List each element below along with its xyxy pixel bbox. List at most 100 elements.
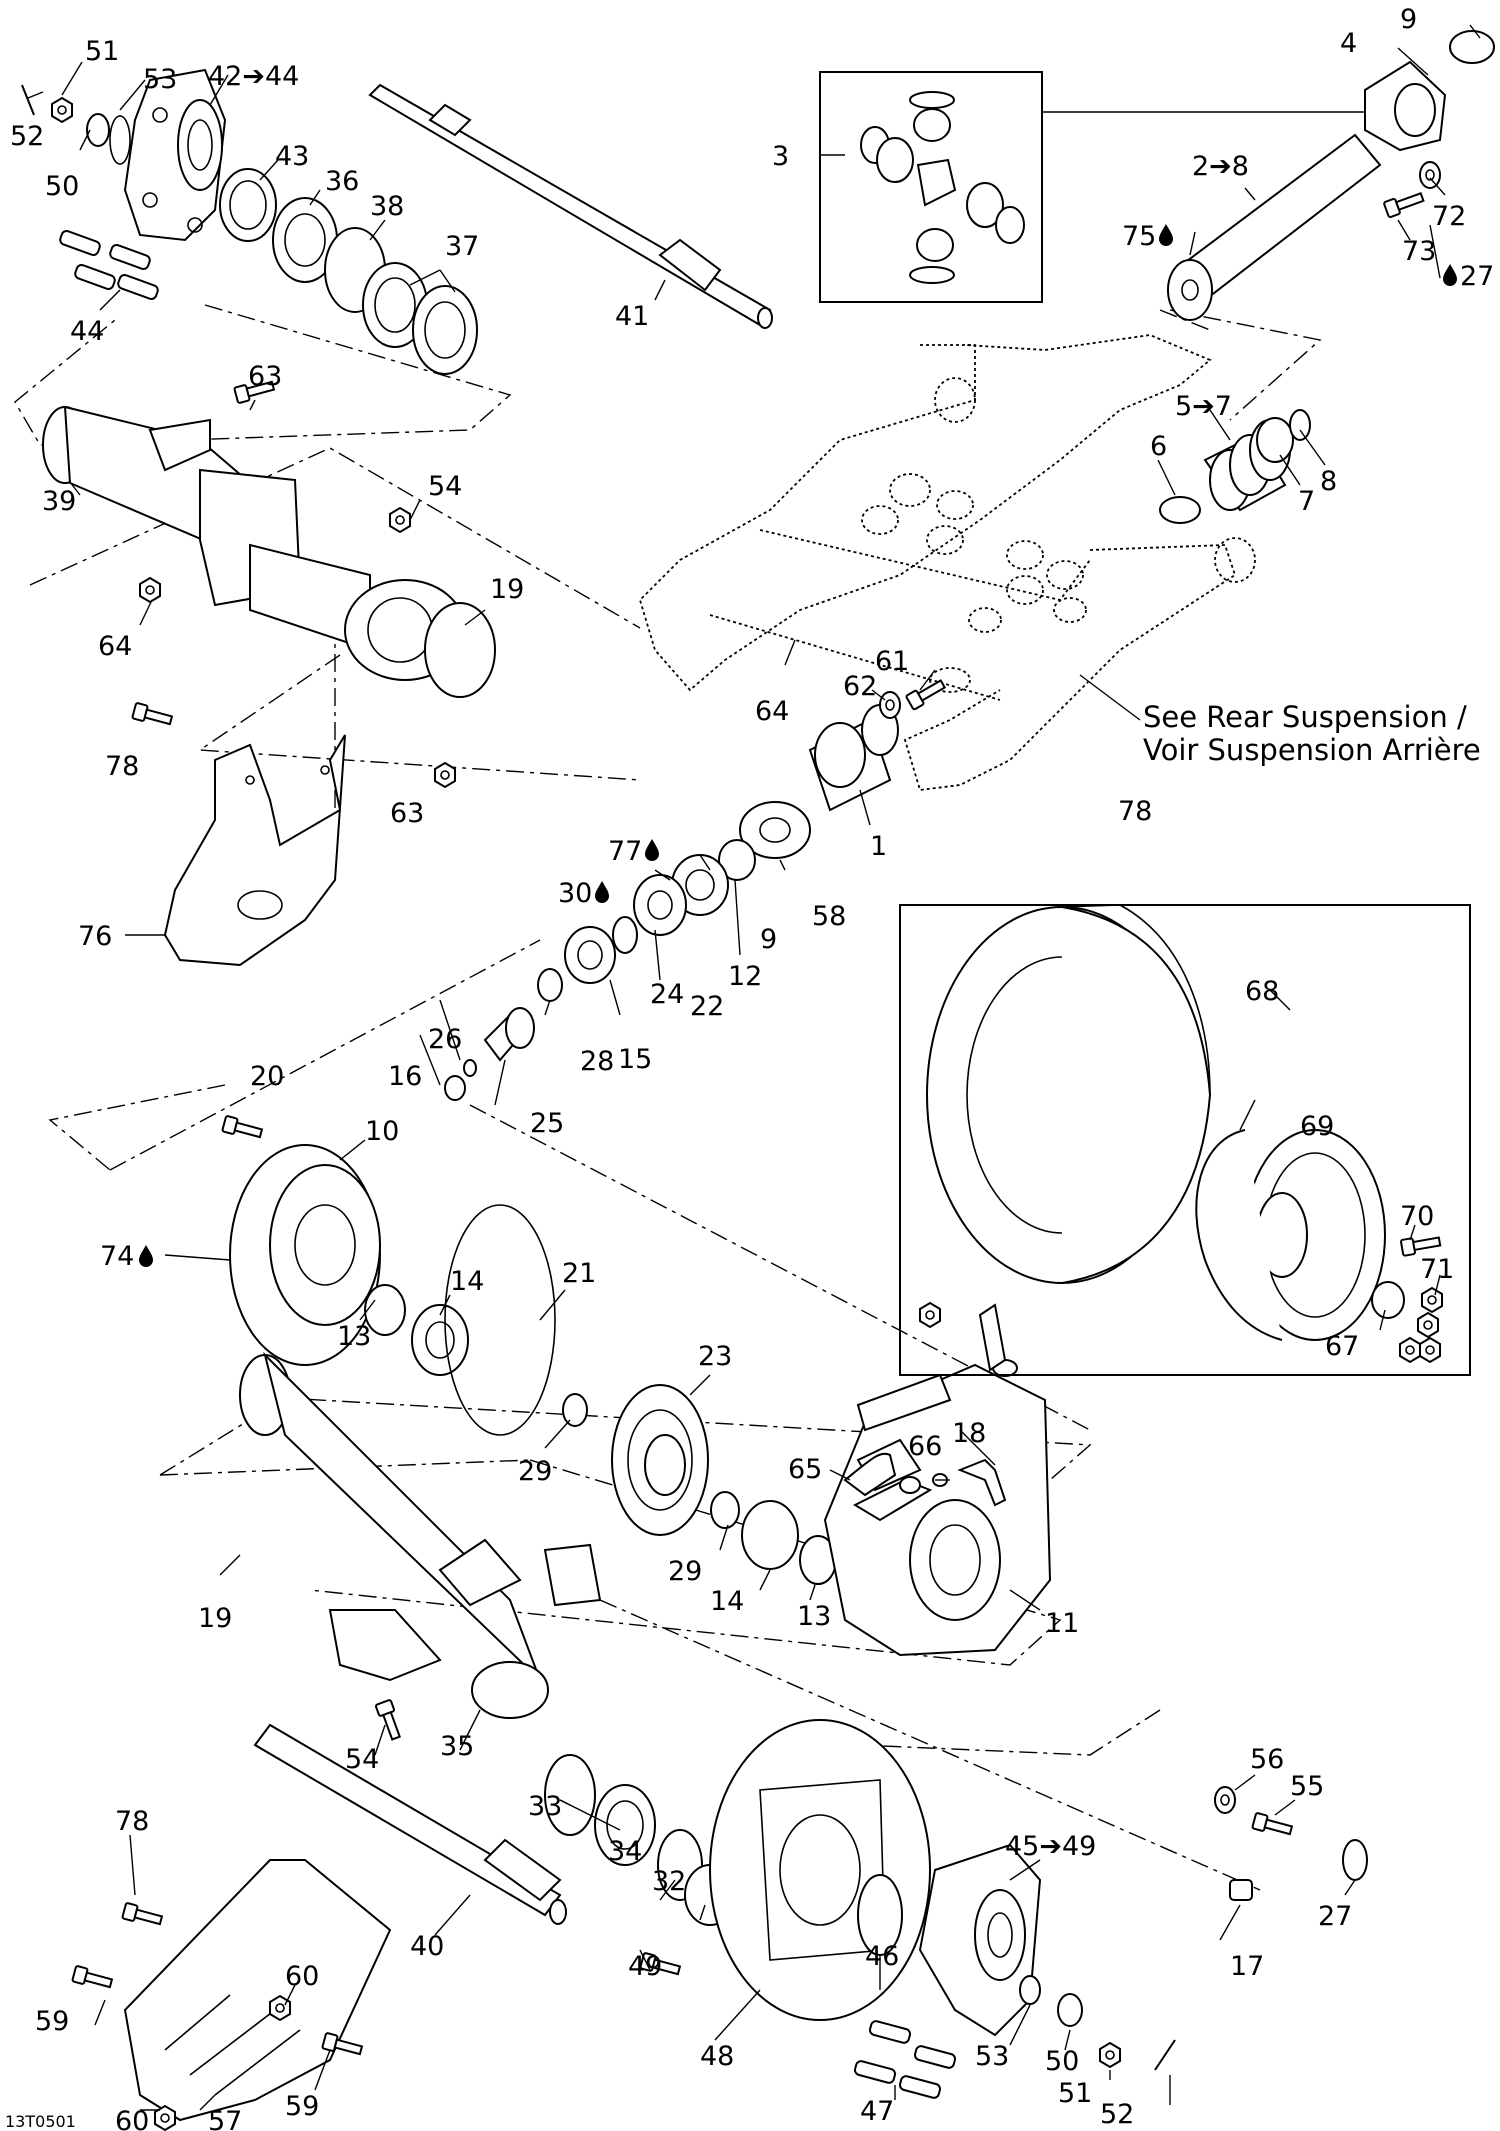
drop-icon <box>595 881 609 903</box>
callout-2-8: 2➔8 <box>1192 151 1249 182</box>
u-joint-inset <box>819 71 1370 303</box>
callout-78-c: 78 <box>115 1806 149 1837</box>
housing-10 <box>221 1114 588 1436</box>
housing-cover-11 <box>823 1302 1052 1657</box>
callout-46: 46 <box>865 1941 899 1972</box>
wheel-studs-47 <box>853 2020 957 2099</box>
drop-icon <box>645 839 659 861</box>
axle-shaft-41 <box>368 83 773 329</box>
callout-38: 38 <box>370 191 404 222</box>
callout-78-a: 78 <box>105 751 139 782</box>
callout-51-a: 51 <box>85 36 119 67</box>
callout-42-44: 42➔44 <box>208 61 299 92</box>
callout-64-a: 64 <box>98 631 132 662</box>
callout-71: 71 <box>1420 1254 1454 1285</box>
drop-icon <box>1443 264 1457 286</box>
callout-20: 20 <box>250 1061 284 1092</box>
callout-10: 10 <box>365 1116 399 1147</box>
reference-note-line1: See Rear Suspension / <box>1143 700 1467 734</box>
brake-disc-48 <box>639 1719 931 2021</box>
callout-16: 16 <box>388 1061 422 1092</box>
axle-tube-39 <box>42 376 496 698</box>
callout-61: 61 <box>875 646 909 677</box>
callout-30: 30 <box>558 878 592 909</box>
callout-52-b: 52 <box>1100 2099 1134 2130</box>
tire-68 <box>926 904 1212 1284</box>
wheel-studs-44 <box>59 229 159 301</box>
callout-27-b: 27 <box>1318 1901 1352 1932</box>
callout-45-49: 45➔49 <box>1005 1831 1096 1862</box>
drop-icon <box>1159 224 1173 246</box>
callout-37: 37 <box>445 231 479 262</box>
callout-7: 7 <box>1298 486 1315 517</box>
callout-15: 15 <box>618 1044 652 1075</box>
boot-assembly <box>1159 409 1311 524</box>
callout-43: 43 <box>275 141 309 172</box>
callout-47: 47 <box>860 2096 894 2127</box>
callout-29-a: 29 <box>518 1456 552 1487</box>
callout-60-a: 60 <box>285 1961 319 1992</box>
skid-plate-57 <box>71 1859 392 2131</box>
callout-41: 41 <box>615 301 649 332</box>
callout-25: 25 <box>530 1108 564 1139</box>
callout-14-a: 14 <box>450 1266 484 1297</box>
breather-fittings <box>852 1458 1368 1901</box>
right-hub-assembly <box>853 1843 1176 2099</box>
callout-4: 4 <box>1340 28 1357 59</box>
callout-17: 17 <box>1230 1951 1264 1982</box>
callout-53-a: 53 <box>143 64 177 95</box>
callout-55: 55 <box>1290 1771 1324 1802</box>
callout-13-b: 13 <box>797 1601 831 1632</box>
callout-23: 23 <box>698 1341 732 1372</box>
callout-35: 35 <box>440 1731 474 1762</box>
callout-77: 77 <box>608 836 642 867</box>
callout-14-b: 14 <box>710 1586 744 1617</box>
callout-60-b: 60 <box>115 2106 149 2131</box>
callout-58: 58 <box>812 901 846 932</box>
drive-shaft-assembly <box>1167 30 1495 321</box>
callout-67: 67 <box>1325 1331 1359 1362</box>
callout-65: 65 <box>788 1454 822 1485</box>
callout-11: 11 <box>1045 1608 1079 1639</box>
callout-50-a: 50 <box>45 171 79 202</box>
diagram-code: 13T0501 <box>5 2112 76 2131</box>
ring-gear-23 <box>611 1384 837 1585</box>
callout-34: 34 <box>608 1836 642 1867</box>
callout-33: 33 <box>528 1791 562 1822</box>
callout-54-a: 54 <box>428 471 462 502</box>
callout-18: 18 <box>952 1418 986 1449</box>
callout-69: 69 <box>1300 1111 1334 1142</box>
callout-62: 62 <box>843 671 877 702</box>
callout-50-b: 50 <box>1045 2046 1079 2077</box>
callout-68: 68 <box>1245 976 1279 1007</box>
callout-5-7: 5➔7 <box>1175 391 1232 422</box>
callout-leaders <box>27 24 1481 2111</box>
callout-27-a: 27 <box>1460 261 1494 292</box>
rim-69 <box>1195 1129 1386 1341</box>
callout-78-b: 78 <box>1118 796 1152 827</box>
callout-12: 12 <box>728 961 762 992</box>
callout-63-a: 63 <box>248 361 282 392</box>
callout-3: 3 <box>772 141 789 172</box>
callout-13-a: 13 <box>337 1321 371 1352</box>
callout-56: 56 <box>1250 1744 1284 1775</box>
callout-29-b: 29 <box>668 1556 702 1587</box>
callout-70: 70 <box>1400 1201 1434 1232</box>
callout-39: 39 <box>42 486 76 517</box>
callout-22: 22 <box>690 991 724 1022</box>
callout-59-b: 59 <box>285 2091 319 2122</box>
callout-59-a: 59 <box>35 2006 69 2037</box>
callout-9-top: 9 <box>1400 4 1417 35</box>
callout-52-a: 52 <box>10 121 44 152</box>
callout-53-b: 53 <box>975 2041 1009 2072</box>
callout-73: 73 <box>1402 236 1436 267</box>
callout-40: 40 <box>410 1931 444 1962</box>
callout-6: 6 <box>1150 431 1167 462</box>
callout-8: 8 <box>1320 466 1337 497</box>
support-bracket-76 <box>131 701 456 967</box>
callout-9: 9 <box>760 924 777 955</box>
drop-icon <box>139 1245 153 1267</box>
callout-21: 21 <box>562 1258 596 1289</box>
left-hub-assembly <box>21 68 478 375</box>
callout-76: 76 <box>78 921 112 952</box>
